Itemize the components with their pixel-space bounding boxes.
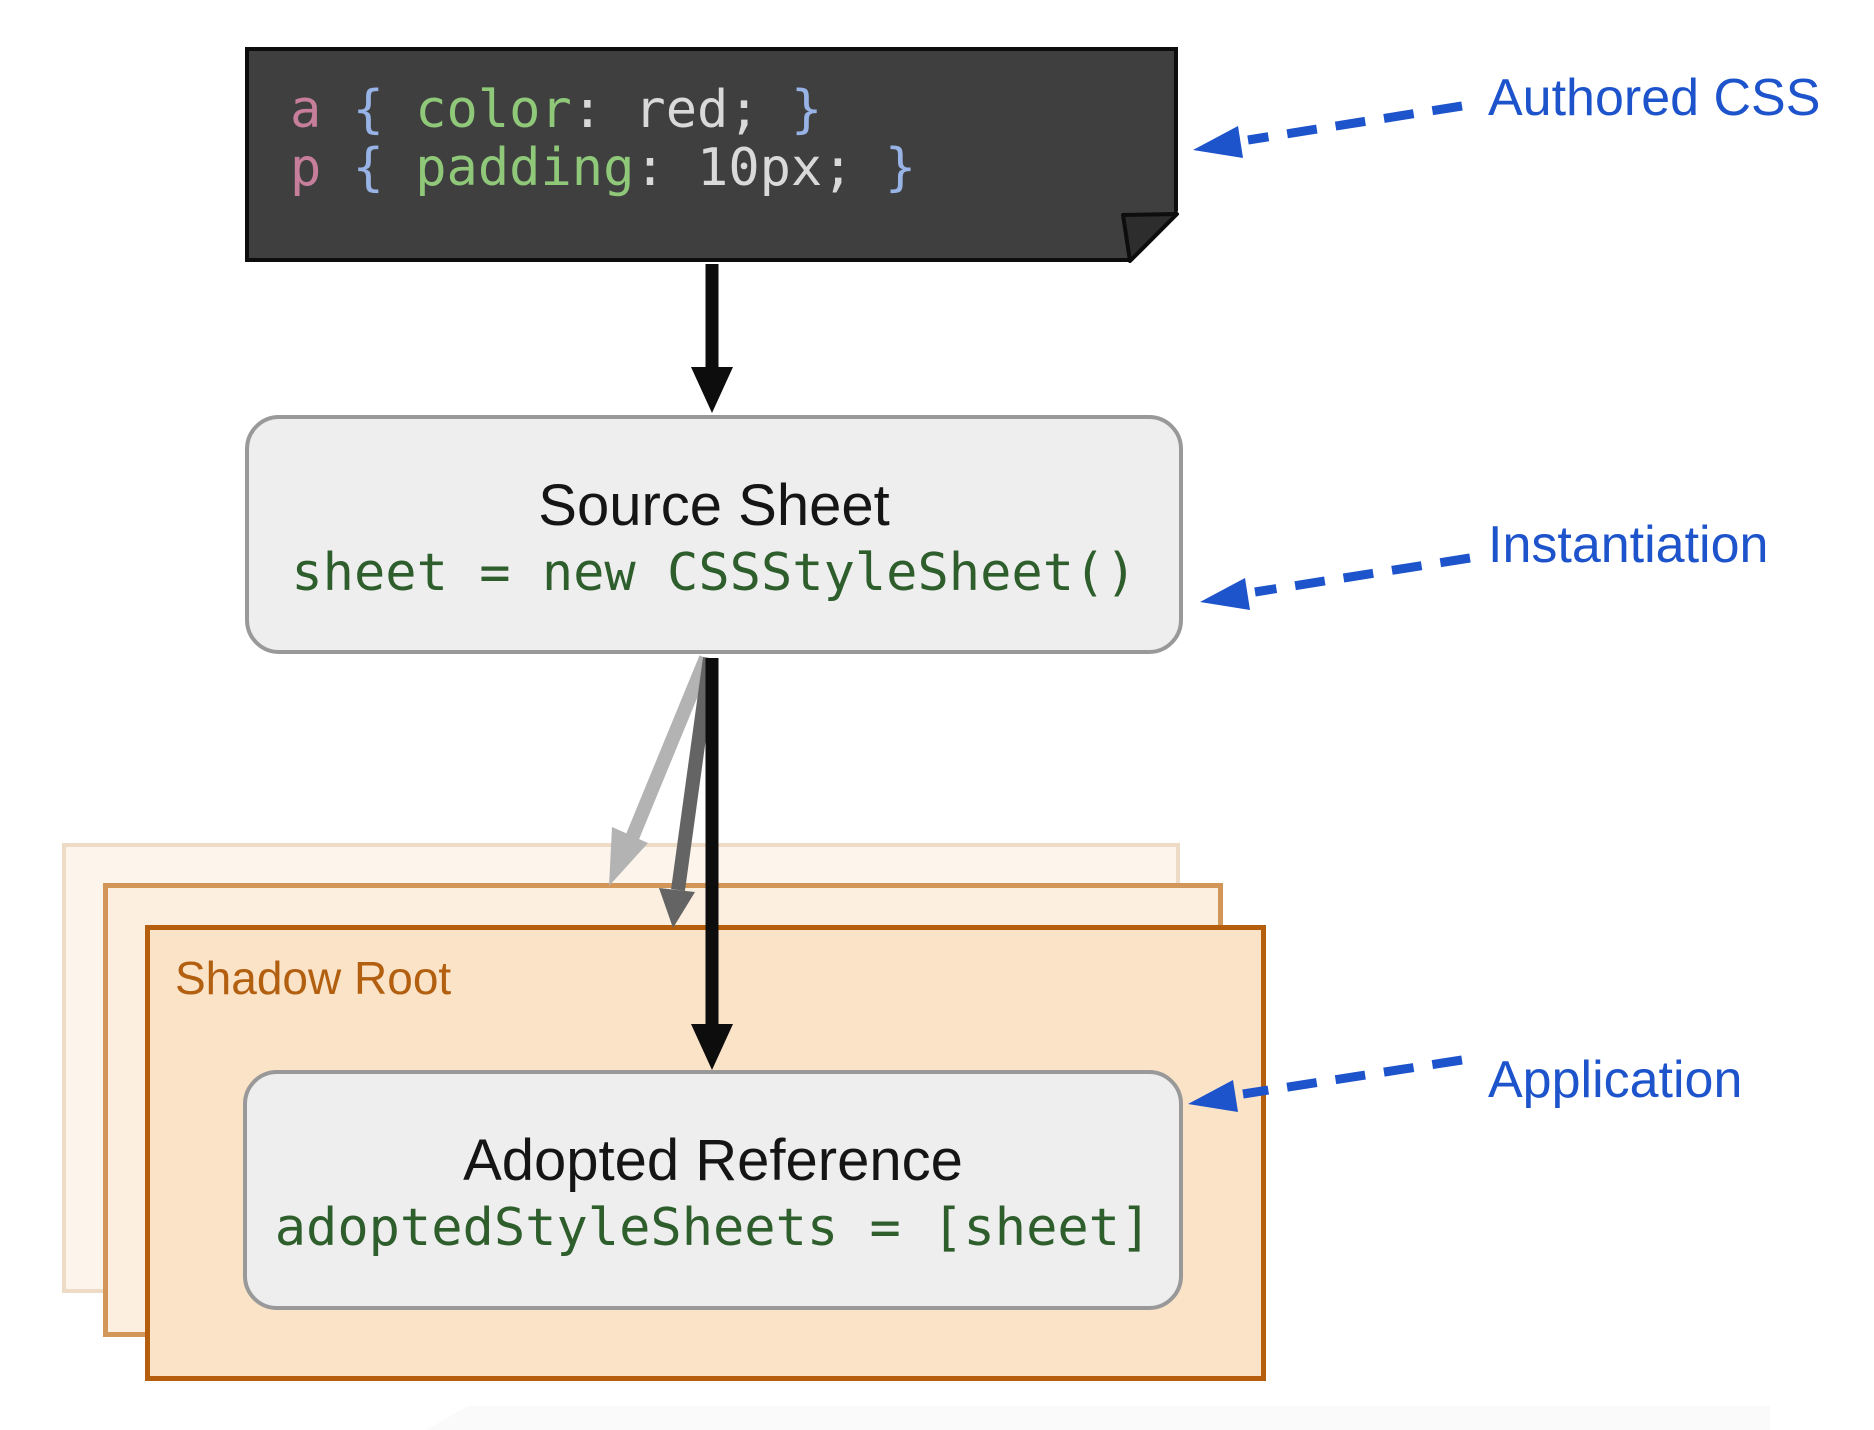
code-line-2: p { padding: 10px; } (290, 139, 1174, 197)
code-token: } (884, 138, 917, 198)
code-token: } (790, 80, 823, 140)
code-token: : (634, 138, 698, 198)
source-sheet-title: Source Sheet (538, 472, 890, 538)
code-token: padding (415, 138, 635, 198)
annotation-arrow-authored-css (1193, 101, 1463, 158)
code-token: ; (728, 80, 791, 140)
code-token: ; (822, 138, 885, 198)
code-token: 10px (697, 138, 823, 198)
code-line-1: a { color: red; } (290, 81, 1174, 139)
annotation-label-authored-css: Authored CSS (1488, 69, 1821, 127)
code-token: a (290, 80, 322, 140)
authored-css-snippet: a { color: red; } p { padding: 10px; } (245, 47, 1178, 262)
source-sheet-code: sheet = new CSSStyleSheet() (291, 542, 1137, 603)
shadow-root-label: Shadow Root (175, 952, 452, 1004)
flow-arrow-authored-to-source (691, 264, 733, 413)
code-token: color (415, 80, 572, 140)
source-sheet-box: Source Sheet sheet = new CSSStyleSheet() (245, 415, 1183, 654)
code-token: p (290, 138, 322, 198)
annotation-arrow-instantiation (1200, 553, 1471, 610)
code-token: : (571, 80, 635, 140)
adopted-reference-title: Adopted Reference (463, 1128, 963, 1193)
code-token: { (321, 138, 416, 198)
adopted-reference-box: Adopted Reference adoptedStyleSheets = [… (243, 1070, 1183, 1310)
bottom-edge-artifact (426, 1406, 1770, 1430)
adopted-reference-code: adoptedStyleSheets = [sheet] (274, 1198, 1152, 1258)
code-token: red (634, 80, 729, 140)
annotation-label-instantiation: Instantiation (1488, 516, 1769, 574)
annotation-label-application: Application (1488, 1051, 1743, 1109)
code-token: { (321, 80, 416, 140)
